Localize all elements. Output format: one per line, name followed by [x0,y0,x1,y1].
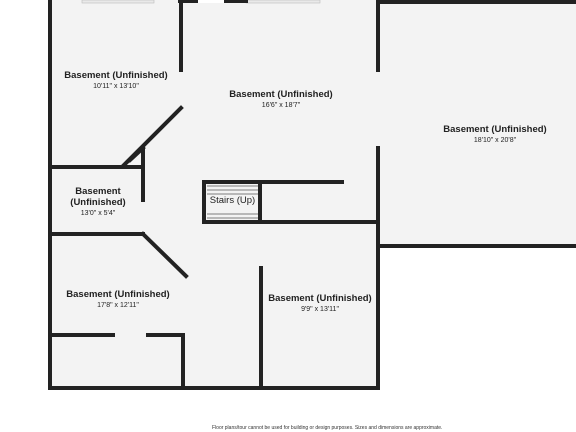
room-label-basement-right: Basement (Unfinished) 18'10" x 20'8" [415,124,575,145]
room-name: Basement (Unfinished) [268,293,372,304]
room-dimensions: 17'8" x 12'11" [97,301,139,309]
room-label-basement-bottom-left: Basement (Unfinished) 17'8" x 12'11" [52,289,184,310]
room-label-stairs: Stairs (Up) [205,195,260,207]
room-name: Basement (Unfinished) [229,89,333,100]
room-label-basement-bottom-right: Basement (Unfinished) 9'9" x 13'11" [262,293,378,314]
room-label-basement-top-left: Basement (Unfinished) 10'11" x 13'10" [50,70,182,91]
window [81,0,155,4]
room-label-basement-small: Basement (Unfinished) 13'0" x 5'4" [52,186,144,218]
stair-treads [207,185,258,219]
floor-area [50,0,576,388]
room-dimensions: 9'9" x 13'11" [301,305,339,313]
disclaimer-text: Floor plans/tour cannot be used for buil… [212,425,443,431]
room-name: Stairs (Up) [209,195,256,206]
walls [48,0,576,390]
door-opening [196,0,226,3]
room-dimensions: 13'0" x 5'4" [80,209,116,217]
room-name: Basement (Unfinished) [64,70,168,81]
room-name: Basement (Unfinished) [66,289,170,300]
window [245,0,321,4]
room-dimensions: 16'6" x 18'7" [261,101,301,109]
room-label-basement-center: Basement (Unfinished) 16'6" x 18'7" [200,89,362,110]
room-name: Basement (Unfinished) [443,124,547,135]
room-name: Basement (Unfinished) [70,186,126,208]
room-dimensions: 10'11" x 13'10" [93,82,139,90]
room-dimensions: 18'10" x 20'8" [473,136,517,144]
